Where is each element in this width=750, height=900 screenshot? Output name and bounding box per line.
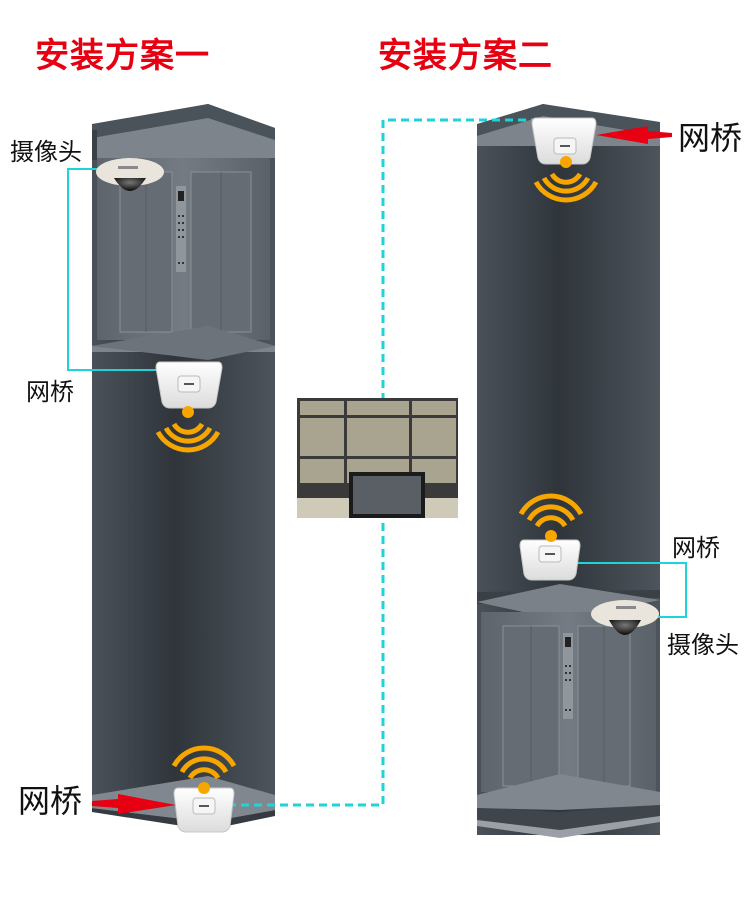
dome-camera-icon bbox=[96, 158, 164, 191]
wifi-signal-icon bbox=[171, 745, 237, 794]
plan-one-bridge-label: 网桥 bbox=[26, 378, 74, 406]
wireless-bridge-icon bbox=[519, 539, 581, 581]
plan-two-top-bridge-label: 网桥 bbox=[678, 119, 743, 157]
link-line-right-bridge-camera bbox=[577, 562, 687, 618]
monitoring-center-image bbox=[297, 398, 458, 518]
elevator-shaft-left bbox=[92, 104, 275, 830]
wireless-bridge-icon bbox=[531, 117, 597, 165]
link-line-left-camera-bridge bbox=[67, 168, 184, 371]
plan-two-title: 安装方案二 bbox=[378, 36, 553, 76]
plan-one-camera-label: 摄像头 bbox=[10, 138, 82, 166]
wifi-signal-icon bbox=[518, 493, 584, 542]
dome-camera-icon bbox=[591, 600, 659, 635]
elevator-button-panel bbox=[563, 633, 573, 719]
elevator-car-left bbox=[92, 158, 275, 360]
wireless-bridge-icon bbox=[173, 787, 235, 833]
wireless-bridge-icon bbox=[155, 361, 223, 409]
elevator-button-panel bbox=[176, 186, 186, 272]
plan-two-camera-label: 摄像头 bbox=[667, 631, 739, 659]
elevator-car-right bbox=[477, 584, 660, 838]
wifi-signal-icon bbox=[533, 156, 599, 203]
elevator-shaft-right bbox=[477, 104, 660, 838]
arrow-icon bbox=[92, 794, 176, 814]
plan-one-title: 安装方案一 bbox=[35, 36, 210, 76]
wifi-signal-icon bbox=[155, 406, 221, 453]
plan-two-bridge-label: 网桥 bbox=[672, 534, 720, 562]
arrow-icon bbox=[596, 126, 672, 144]
plan-one-bottom-bridge-label: 网桥 bbox=[18, 782, 83, 820]
